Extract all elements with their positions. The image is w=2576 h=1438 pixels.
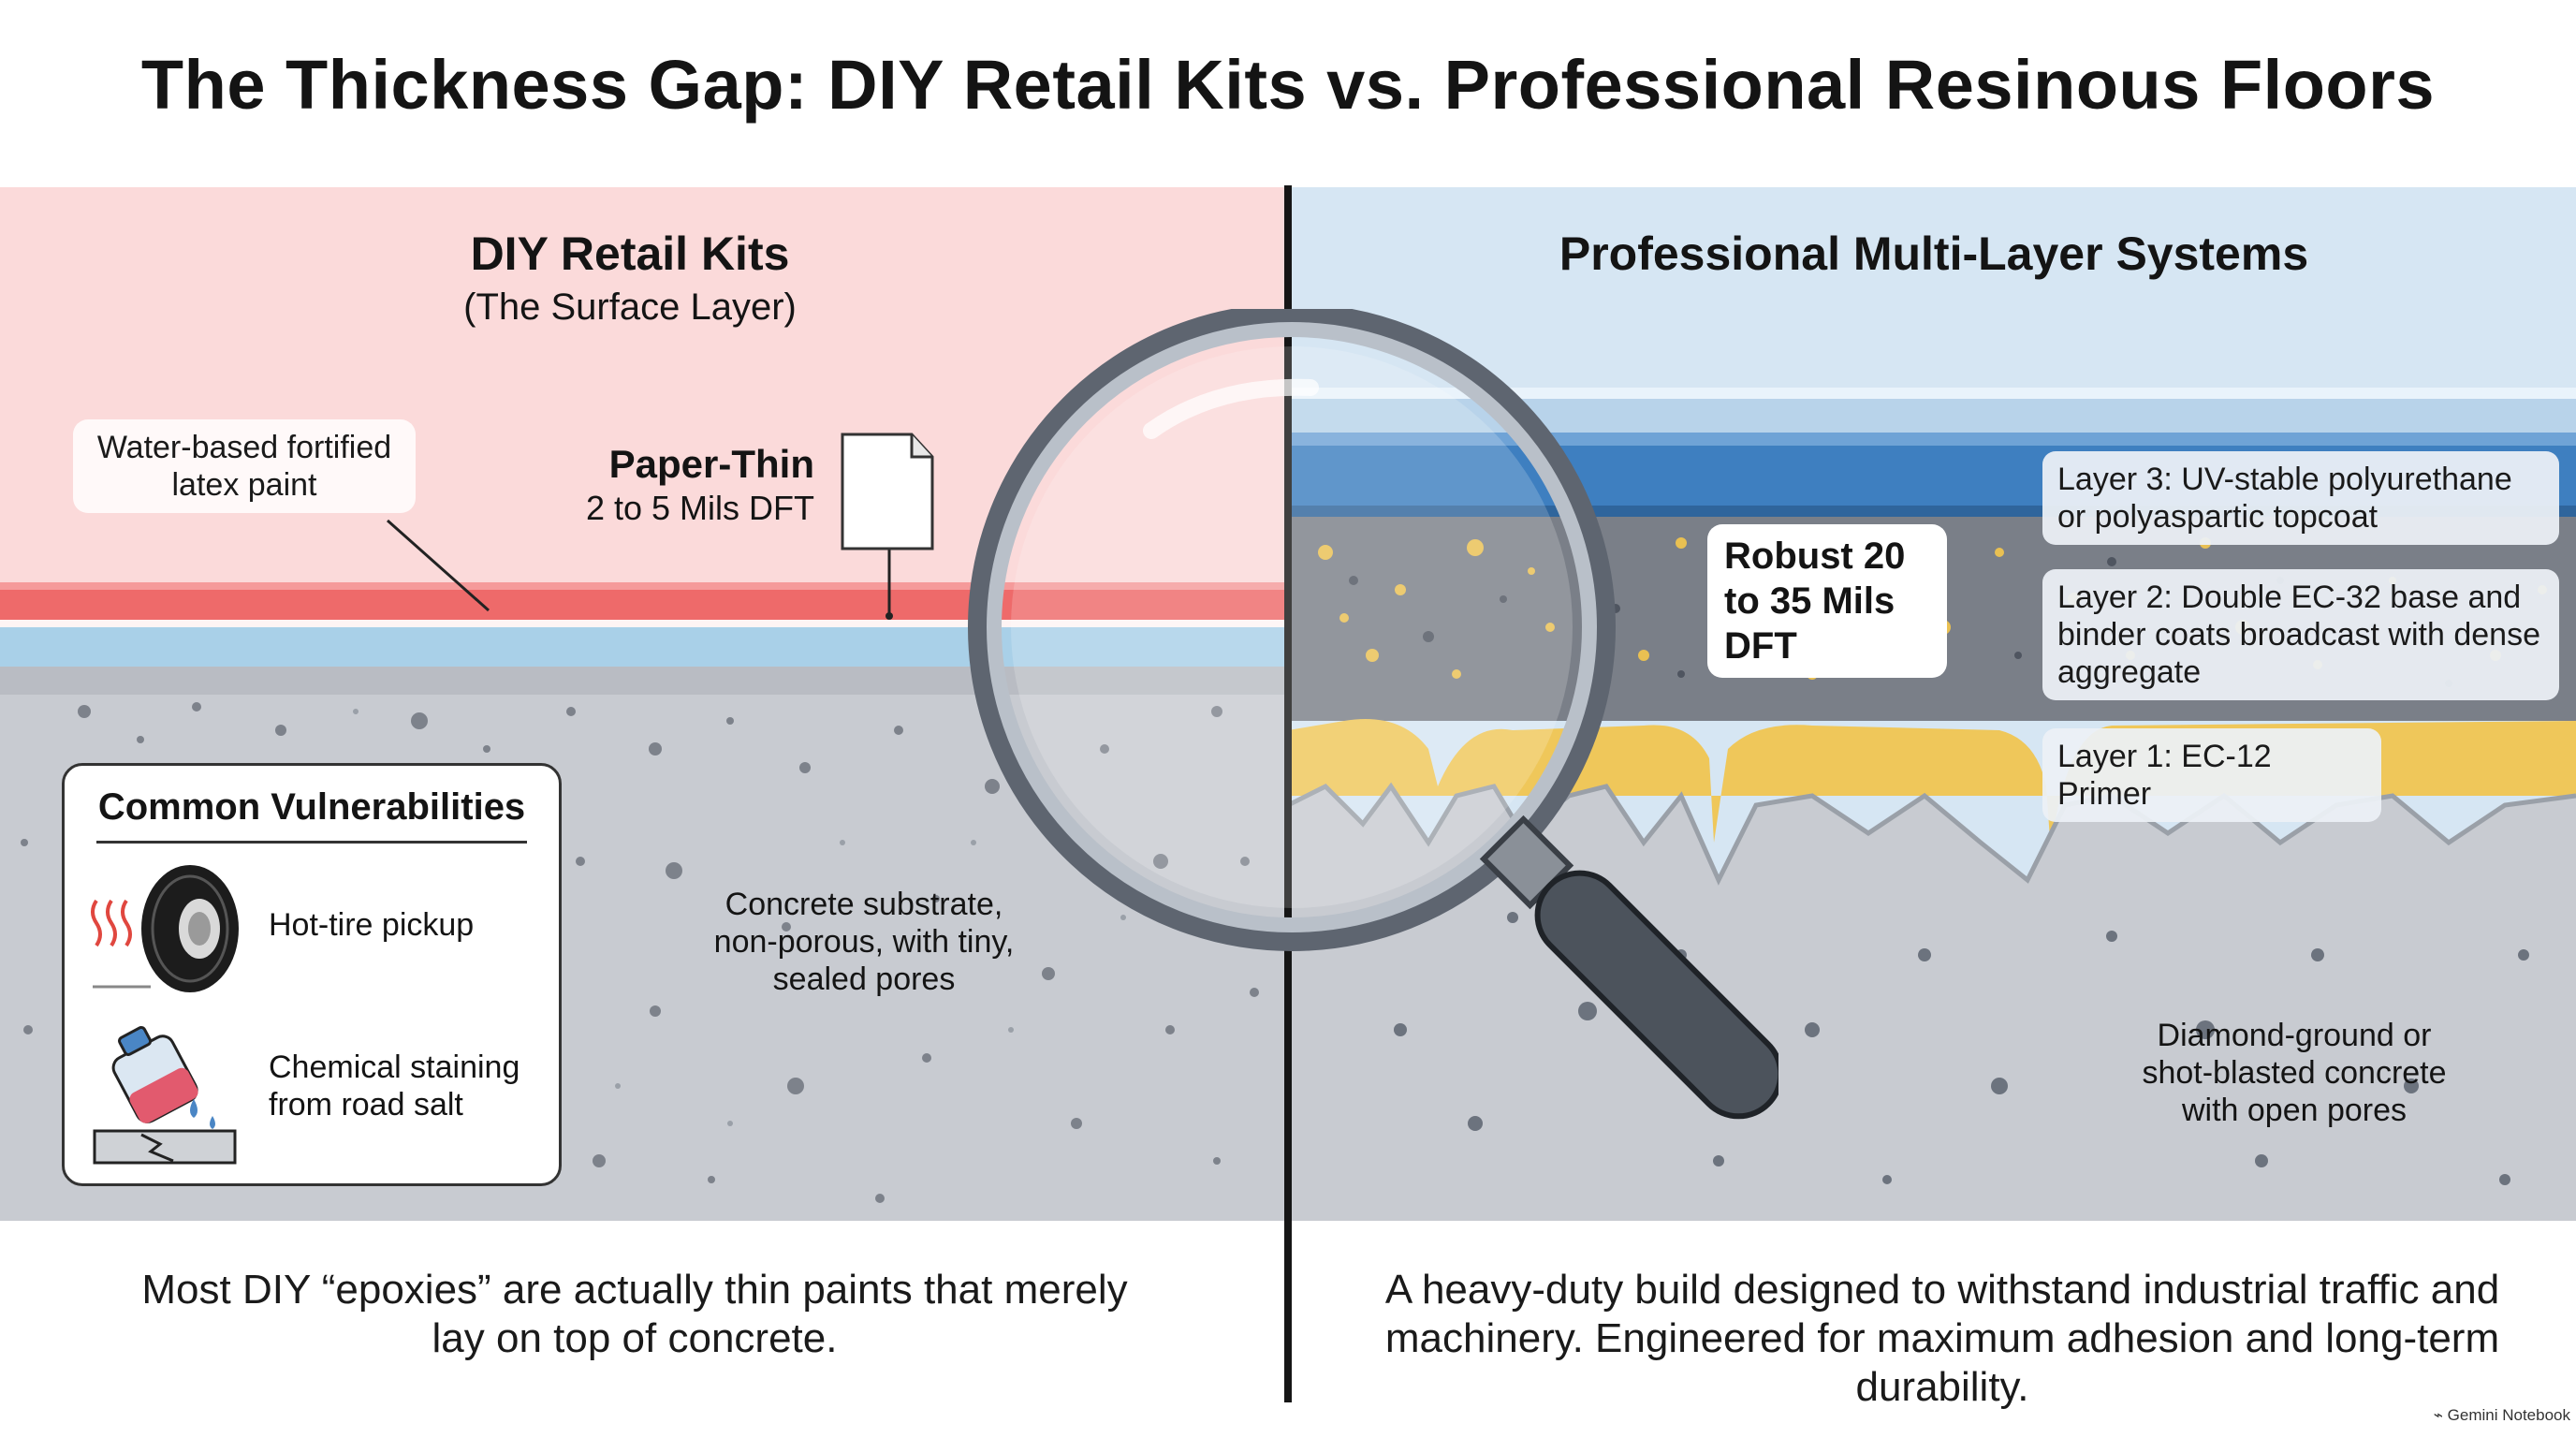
thickness-value: 2 to 5 Mils DFT — [585, 489, 814, 527]
paper-sheet-icon — [841, 433, 934, 550]
pro-heading: Professional Multi-Layer Systems — [1559, 227, 2309, 280]
vulnerability-hot-tire: Hot-tire pickup — [269, 907, 475, 943]
vulnerabilities-box: Common Vulnerabilities Hot-tire pickup C… — [62, 763, 562, 1186]
pro-caption: A heavy-duty build designed to withstand… — [1384, 1267, 2500, 1410]
diy-panel: DIY Retail Kits (The Surface Layer) Wate… — [0, 187, 1288, 1221]
paint-callout: Water-based fortified latex paint — [73, 419, 416, 513]
vulnerability-chemical-staining: Chemical staining from road salt — [269, 1049, 520, 1123]
diy-heading: DIY Retail Kits — [470, 227, 790, 280]
diy-substrate-label: Concrete substrate, non-porous, with tin… — [713, 887, 1015, 997]
magnifying-glass-icon — [968, 309, 1778, 1120]
credit-text: Gemini Notebook — [2447, 1406, 2570, 1424]
layer-3-label: Layer 3: UV-stable polyurethane or polya… — [2042, 451, 2559, 545]
layer-1-label: Layer 1: EC-12 Primer — [2042, 728, 2381, 822]
pro-substrate-label: Diamond-ground or shot-blasted concrete … — [2142, 1018, 2447, 1128]
pro-thickness-label: Robust 20 to 35 Mils DFT — [1707, 524, 1947, 678]
center-divider — [1284, 185, 1292, 1402]
page-title: The Thickness Gap: DIY Retail Kits vs. P… — [140, 46, 2436, 124]
vulnerabilities-title: Common Vulnerabilities — [97, 786, 526, 828]
credit-label: ⌁ Gemini Notebook — [2393, 1406, 2570, 1425]
diy-subheading: (The Surface Layer) — [463, 286, 797, 328]
layer-2-label: Layer 2: Double EC-32 base and binder co… — [2042, 569, 2559, 700]
sparkle-icon: ⌁ — [2433, 1406, 2448, 1424]
pro-panel: Professional Multi-Layer Systems Robust … — [1288, 187, 2576, 1221]
hot-tire-icon — [91, 865, 239, 992]
diy-cross-section — [0, 433, 1288, 1221]
diy-caption: Most DIY “epoxies” are actually thin pai… — [141, 1267, 1128, 1361]
thickness-title: Paper-Thin — [608, 442, 814, 486]
chemical-bottle-icon — [93, 1026, 237, 1165]
vulnerabilities-divider — [96, 841, 527, 844]
